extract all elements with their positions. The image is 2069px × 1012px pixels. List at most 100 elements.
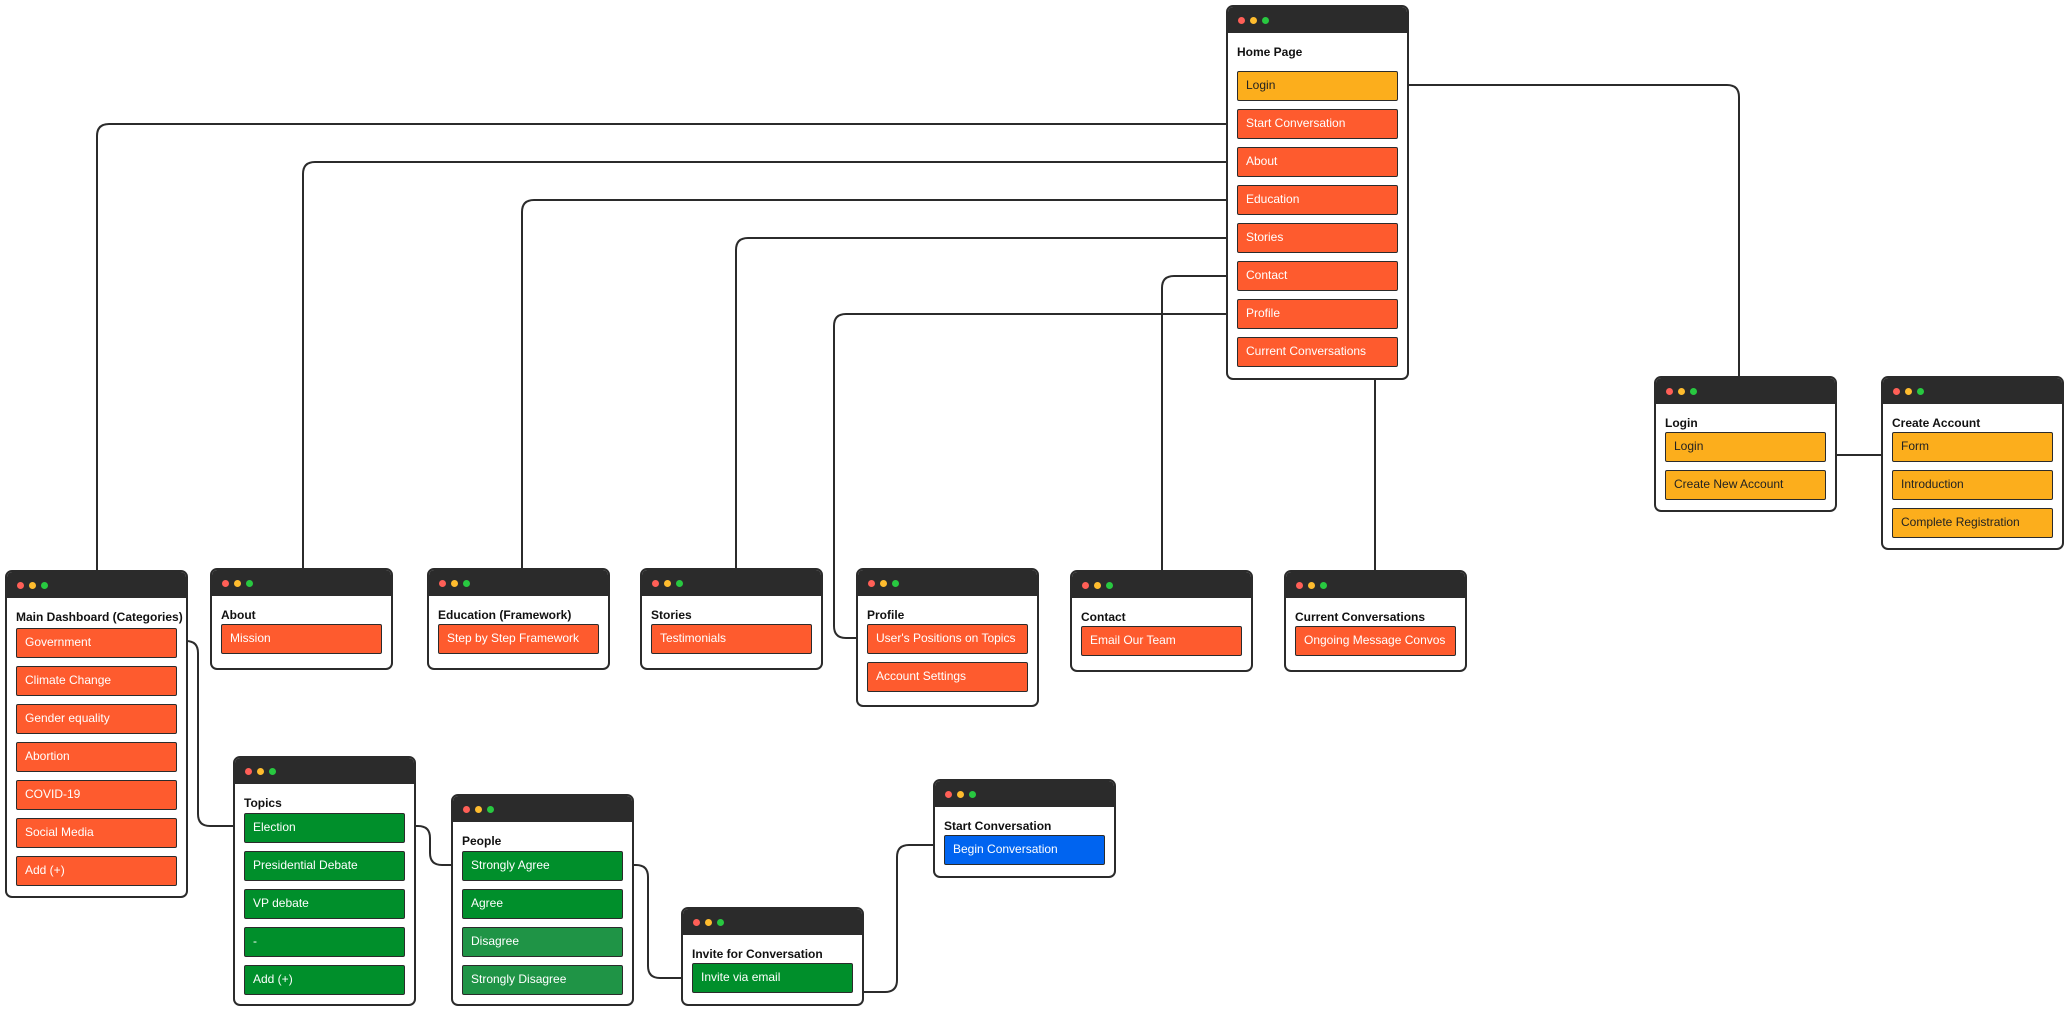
stories-title: Stories [651,608,692,622]
current-conversations-window: Current Conversations Ongoing Message Co… [1284,570,1467,672]
close-dot-icon[interactable] [439,580,446,587]
window-title-bar [453,796,632,822]
topic-presidential-debate-button[interactable]: Presidential Debate [244,851,405,881]
window-title-bar [858,570,1037,596]
strongly-agree-button[interactable]: Strongly Agree [462,851,623,881]
strongly-disagree-button[interactable]: Strongly Disagree [462,965,623,995]
disagree-button[interactable]: Disagree [462,927,623,957]
minimize-dot-icon[interactable] [1905,388,1912,395]
home-about-button[interactable]: About [1237,147,1398,177]
add-topic-button[interactable]: Add (+) [244,965,405,995]
close-dot-icon[interactable] [868,580,875,587]
home-education-button[interactable]: Education [1237,185,1398,215]
minimize-dot-icon[interactable] [29,582,36,589]
connector-start-conversation [96,123,1237,571]
close-dot-icon[interactable] [1238,17,1245,24]
window-title-bar [1883,378,2062,404]
close-dot-icon[interactable] [693,919,700,926]
education-title: Education (Framework) [438,608,572,622]
login-window: Login Login Create New Account [1654,376,1837,512]
login-button[interactable]: Login [1665,432,1826,462]
home-contact-button[interactable]: Contact [1237,261,1398,291]
close-dot-icon[interactable] [1296,582,1303,589]
close-dot-icon[interactable] [945,791,952,798]
minimize-dot-icon[interactable] [475,806,482,813]
introduction-button[interactable]: Introduction [1892,470,2053,500]
contact-window: Contact Email Our Team [1070,570,1253,672]
maximize-dot-icon[interactable] [892,580,899,587]
agree-button[interactable]: Agree [462,889,623,919]
minimize-dot-icon[interactable] [257,768,264,775]
close-dot-icon[interactable] [245,768,252,775]
category-abortion-button[interactable]: Abortion [16,742,177,772]
account-settings-button[interactable]: Account Settings [867,662,1028,692]
close-dot-icon[interactable] [463,806,470,813]
start-conversation-title: Start Conversation [944,819,1052,833]
users-positions-button[interactable]: User's Positions on Topics [867,624,1028,654]
maximize-dot-icon[interactable] [246,580,253,587]
minimize-dot-icon[interactable] [1094,582,1101,589]
ongoing-message-convos-button[interactable]: Ongoing Message Convos [1295,626,1456,656]
minimize-dot-icon[interactable] [1308,582,1315,589]
home-login-button[interactable]: Login [1237,71,1398,101]
invite-via-email-button[interactable]: Invite via email [692,963,853,993]
topic-election-button[interactable]: Election [244,813,405,843]
profile-window: Profile User's Positions on Topics Accou… [856,568,1039,707]
maximize-dot-icon[interactable] [41,582,48,589]
testimonials-button[interactable]: Testimonials [651,624,812,654]
maximize-dot-icon[interactable] [1320,582,1327,589]
close-dot-icon[interactable] [222,580,229,587]
category-covid-19-button[interactable]: COVID-19 [16,780,177,810]
maximize-dot-icon[interactable] [1917,388,1924,395]
stories-window: Stories Testimonials [640,568,823,670]
category-gender-equality-button[interactable]: Gender equality [16,704,177,734]
about-window: About Mission [210,568,393,670]
email-our-team-button[interactable]: Email Our Team [1081,626,1242,656]
form-button[interactable]: Form [1892,432,2053,462]
close-dot-icon[interactable] [1893,388,1900,395]
minimize-dot-icon[interactable] [957,791,964,798]
home-start-conversation-button[interactable]: Start Conversation [1237,109,1398,139]
topic-vp-debate-button[interactable]: VP debate [244,889,405,919]
add-category-button[interactable]: Add (+) [16,856,177,886]
close-dot-icon[interactable] [1082,582,1089,589]
login-title: Login [1665,416,1698,430]
home-stories-button[interactable]: Stories [1237,223,1398,253]
maximize-dot-icon[interactable] [1262,17,1269,24]
category-government-button[interactable]: Government [16,628,177,658]
maximize-dot-icon[interactable] [969,791,976,798]
begin-conversation-button[interactable]: Begin Conversation [944,835,1105,865]
minimize-dot-icon[interactable] [880,580,887,587]
mission-button[interactable]: Mission [221,624,382,654]
topics-window: Topics Election Presidential Debate VP d… [233,756,416,1006]
close-dot-icon[interactable] [652,580,659,587]
step-by-step-framework-button[interactable]: Step by Step Framework [438,624,599,654]
category-climate-change-button[interactable]: Climate Change [16,666,177,696]
close-dot-icon[interactable] [1666,388,1673,395]
maximize-dot-icon[interactable] [1690,388,1697,395]
close-dot-icon[interactable] [17,582,24,589]
minimize-dot-icon[interactable] [664,580,671,587]
home-profile-button[interactable]: Profile [1237,299,1398,329]
maximize-dot-icon[interactable] [717,919,724,926]
minimize-dot-icon[interactable] [234,580,241,587]
minimize-dot-icon[interactable] [1678,388,1685,395]
topic-placeholder-button[interactable]: - [244,927,405,957]
profile-title: Profile [867,608,905,622]
window-title-bar [1656,378,1835,404]
home-current-conversations-button[interactable]: Current Conversations [1237,337,1398,367]
maximize-dot-icon[interactable] [487,806,494,813]
home-page-window: Home Page Login Start Conversation About… [1226,5,1409,380]
minimize-dot-icon[interactable] [1250,17,1257,24]
maximize-dot-icon[interactable] [676,580,683,587]
maximize-dot-icon[interactable] [269,768,276,775]
maximize-dot-icon[interactable] [1106,582,1113,589]
minimize-dot-icon[interactable] [451,580,458,587]
maximize-dot-icon[interactable] [463,580,470,587]
window-title-bar [642,570,821,596]
complete-registration-button[interactable]: Complete Registration [1892,508,2053,538]
minimize-dot-icon[interactable] [705,919,712,926]
category-social-media-button[interactable]: Social Media [16,818,177,848]
create-new-account-button[interactable]: Create New Account [1665,470,1826,500]
home-page-title: Home Page [1237,45,1303,59]
